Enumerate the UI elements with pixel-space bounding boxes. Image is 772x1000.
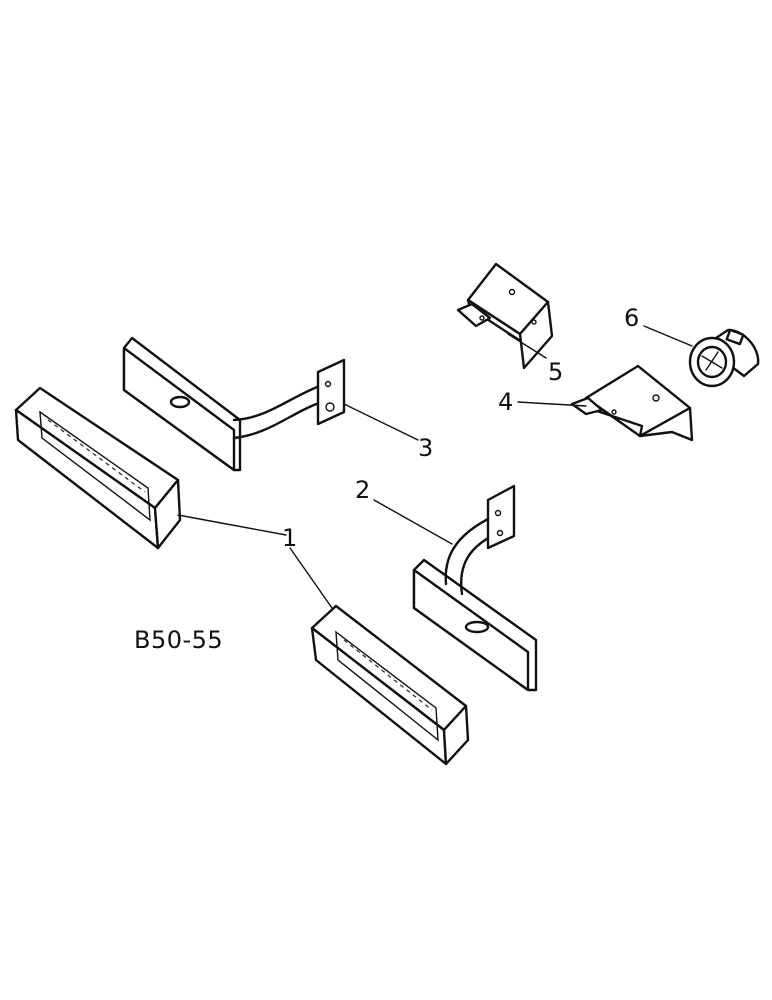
reference-code: B50-55 bbox=[134, 626, 224, 654]
callout-5: 5 bbox=[548, 358, 564, 386]
leader-5 bbox=[507, 333, 547, 359]
lamp-housing-upper bbox=[14, 386, 182, 550]
leader-4 bbox=[517, 401, 587, 407]
mounting-bracket-lower bbox=[570, 364, 694, 442]
callout-3: 3 bbox=[418, 434, 434, 462]
lamp-housing-lower bbox=[310, 604, 470, 766]
leader-lines bbox=[177, 325, 693, 609]
leader-6 bbox=[643, 325, 693, 347]
callout-6: 6 bbox=[624, 304, 640, 332]
bracket-upper-arm bbox=[122, 336, 346, 472]
mounting-bracket-top bbox=[456, 262, 554, 370]
callout-4: 4 bbox=[498, 388, 514, 416]
leader-3 bbox=[343, 403, 419, 441]
leader-1-lower bbox=[289, 547, 333, 609]
leader-1-upper bbox=[177, 514, 287, 536]
callout-1: 1 bbox=[282, 524, 298, 552]
socket-connector bbox=[688, 328, 760, 388]
leader-2 bbox=[373, 499, 453, 545]
callout-2: 2 bbox=[355, 476, 371, 504]
bracket-lower-arm bbox=[412, 484, 538, 692]
